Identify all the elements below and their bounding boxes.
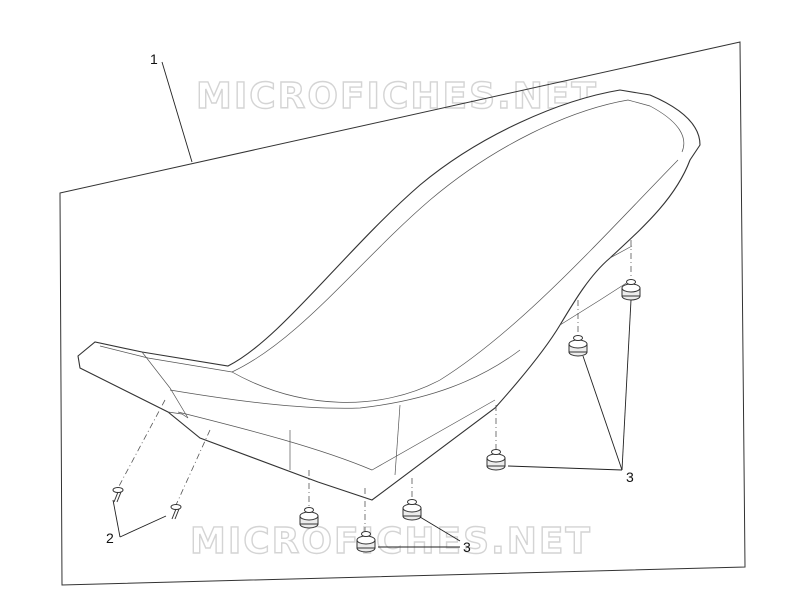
callout-rubber-pads-right: 3 (626, 469, 634, 485)
watermark-top: MICROFICHES.NET (196, 76, 598, 117)
screw (170, 504, 182, 520)
leader-lines (112, 61, 632, 548)
assembly-lines (117, 240, 632, 532)
rubber-pad (402, 499, 422, 521)
rubber-pad (568, 335, 588, 357)
seat-part (77, 89, 701, 501)
rubber-pad (299, 507, 319, 529)
rubber-pad (486, 449, 506, 471)
callout-rubber-pads-bottom: 3 (463, 539, 471, 555)
assembly-frame (59, 41, 746, 586)
callout-screws: 2 (106, 530, 114, 546)
callout-seat: 1 (150, 51, 158, 67)
rubber-pad (621, 279, 641, 301)
watermark-bottom: MICROFICHES.NET (190, 521, 592, 562)
rubber-pad (356, 531, 376, 553)
screw (112, 487, 124, 503)
